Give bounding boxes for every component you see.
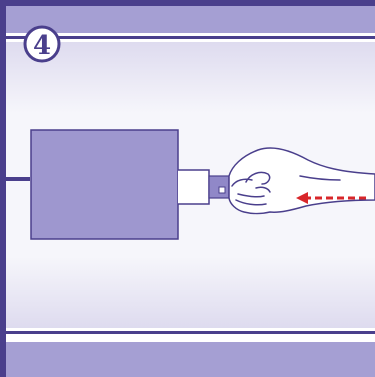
separator-bottom-light-2 (6, 334, 375, 342)
insert-arrow-icon (296, 192, 366, 204)
footer-band (6, 342, 375, 377)
step-number: 4 (33, 31, 51, 61)
step-badge: 4 (23, 25, 61, 63)
separator-bottom-light (6, 328, 375, 331)
device-box-icon (30, 129, 179, 240)
separator-bottom-dark (6, 331, 375, 334)
separator-top-dark (6, 36, 375, 39)
separator-top-light (6, 33, 375, 36)
separator-top-light-2 (6, 39, 375, 42)
step-badge-circle (23, 25, 61, 63)
plug-notch (218, 186, 226, 194)
header-band (6, 6, 375, 33)
side-connector-left (0, 177, 30, 181)
device-slot (178, 169, 210, 205)
